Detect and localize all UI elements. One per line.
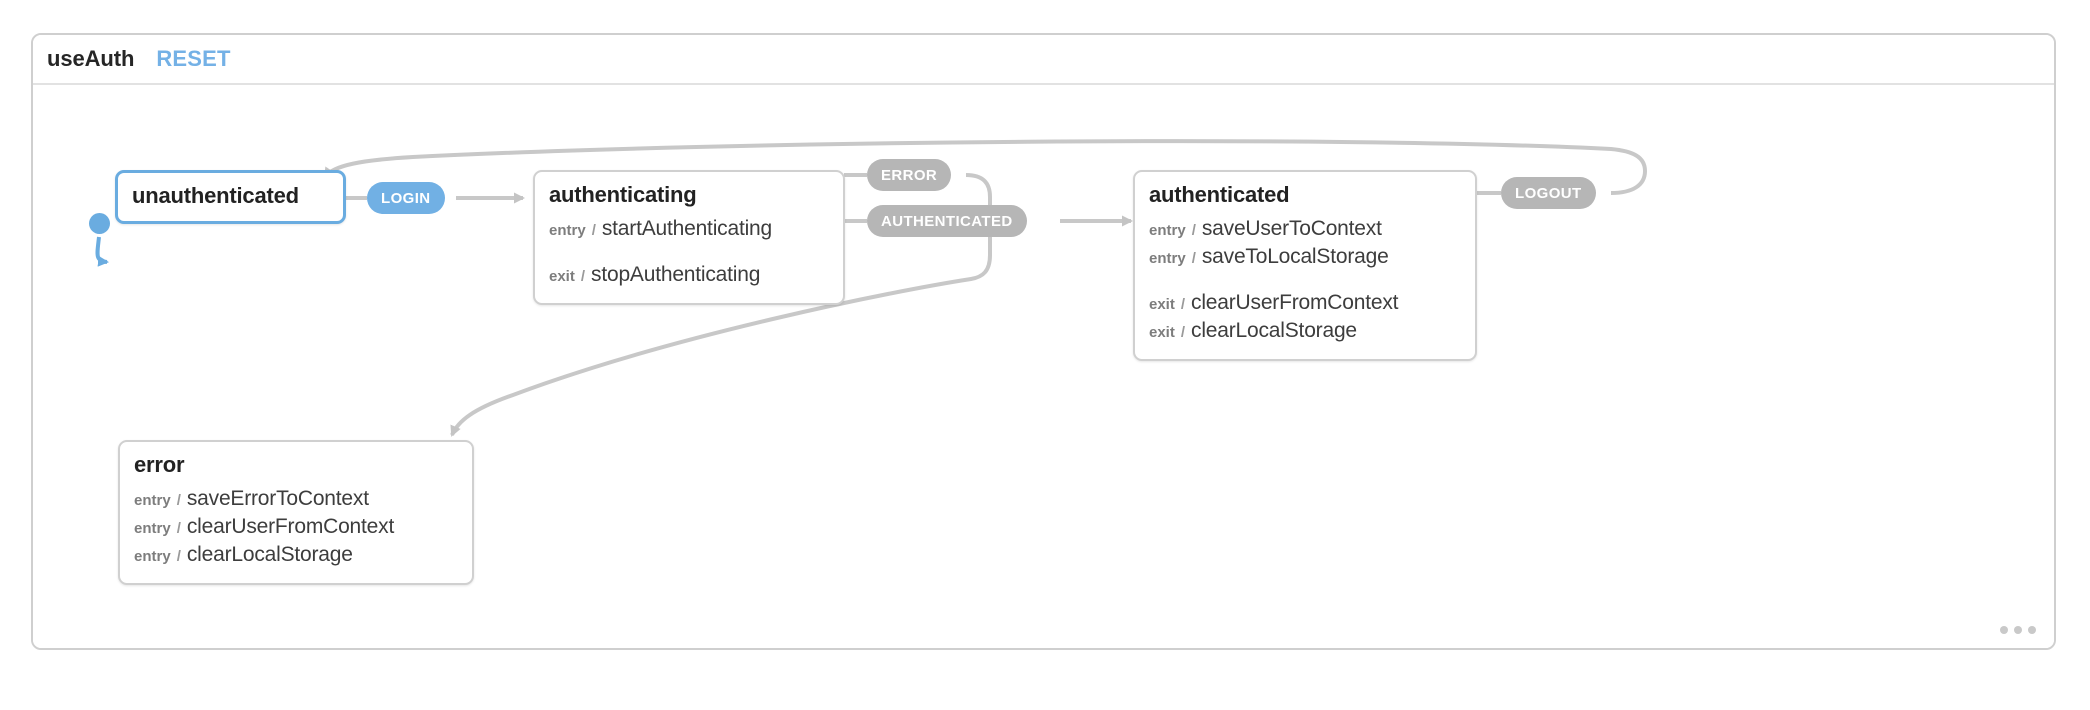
entry-action-list: entry / startAuthenticating <box>549 217 829 241</box>
action-row: entry / saveToLocalStorage <box>1149 245 1461 269</box>
action-name: stopAuthenticating <box>591 263 761 286</box>
action-kind: exit <box>1149 296 1175 313</box>
action-row: entry / startAuthenticating <box>549 217 829 241</box>
action-slash: / <box>1180 296 1186 313</box>
entry-action-list: entry / saveErrorToContext entry / clear… <box>134 487 458 567</box>
overflow-menu-icon[interactable] <box>2000 626 2036 634</box>
state-node-error[interactable]: error entry / saveErrorToContext entry /… <box>118 440 474 585</box>
action-slash: / <box>1191 250 1196 267</box>
action-name: saveToLocalStorage <box>1201 245 1389 268</box>
exit-action-list: exit / stopAuthenticating <box>549 263 829 287</box>
action-slash: / <box>591 222 596 239</box>
action-slash: / <box>580 268 586 285</box>
action-kind: exit <box>549 268 575 285</box>
state-node-authenticating[interactable]: authenticating entry / startAuthenticati… <box>533 170 845 305</box>
action-name: clearUserFromContext <box>186 515 395 538</box>
dot <box>2028 626 2036 634</box>
action-slash: / <box>176 548 181 565</box>
state-title: authenticating <box>549 182 697 207</box>
action-row: exit / stopAuthenticating <box>549 263 829 287</box>
action-kind: entry <box>1149 222 1186 239</box>
state-title: error <box>134 452 185 477</box>
action-row: exit / clearUserFromContext <box>1149 291 1461 315</box>
state-title: unauthenticated <box>132 183 299 208</box>
event-pill-error[interactable]: ERROR <box>867 159 952 191</box>
event-pill-login[interactable]: LOGIN <box>367 182 445 214</box>
action-name: saveErrorToContext <box>186 487 369 510</box>
dot <box>2014 626 2022 634</box>
action-name: startAuthenticating <box>601 217 772 240</box>
exit-action-list: exit / clearUserFromContext exit / clear… <box>1149 291 1461 343</box>
action-kind: entry <box>549 222 586 239</box>
reset-button[interactable]: RESET <box>156 46 231 71</box>
action-row: entry / saveUserToContext <box>1149 217 1461 241</box>
action-kind: entry <box>134 548 171 565</box>
event-pill-authenticated[interactable]: AUTHENTICATED <box>867 205 1027 237</box>
statechart-canvas[interactable]: unauthenticated authenticating entry / s… <box>33 85 2054 648</box>
statechart-panel: useAuth RESET <box>31 33 2056 650</box>
action-slash: / <box>176 492 181 509</box>
action-slash: / <box>1180 324 1186 341</box>
initial-state-dot <box>89 213 110 234</box>
action-kind: entry <box>134 520 171 537</box>
state-title: authenticated <box>1149 182 1290 207</box>
state-node-authenticated[interactable]: authenticated entry / saveUserToContext … <box>1133 170 1477 361</box>
action-name: clearUserFromContext <box>1191 291 1399 314</box>
action-name: clearLocalStorage <box>186 543 353 566</box>
entry-action-list: entry / saveUserToContext entry / saveTo… <box>1149 217 1461 269</box>
state-node-unauthenticated[interactable]: unauthenticated <box>115 170 346 224</box>
dot <box>2000 626 2008 634</box>
action-row: exit / clearLocalStorage <box>1149 319 1461 343</box>
action-row: entry / clearUserFromContext <box>134 515 458 539</box>
action-kind: exit <box>1149 324 1175 341</box>
action-slash: / <box>176 520 181 537</box>
action-name: clearLocalStorage <box>1191 319 1357 342</box>
action-kind: entry <box>134 492 171 509</box>
action-row: entry / saveErrorToContext <box>134 487 458 511</box>
action-kind: entry <box>1149 250 1186 267</box>
page-title: useAuth <box>47 46 135 71</box>
panel-header: useAuth RESET <box>33 35 2054 85</box>
event-pill-logout[interactable]: LOGOUT <box>1501 177 1596 209</box>
action-slash: / <box>1191 222 1196 239</box>
action-name: saveUserToContext <box>1201 217 1382 240</box>
action-row: entry / clearLocalStorage <box>134 543 458 567</box>
